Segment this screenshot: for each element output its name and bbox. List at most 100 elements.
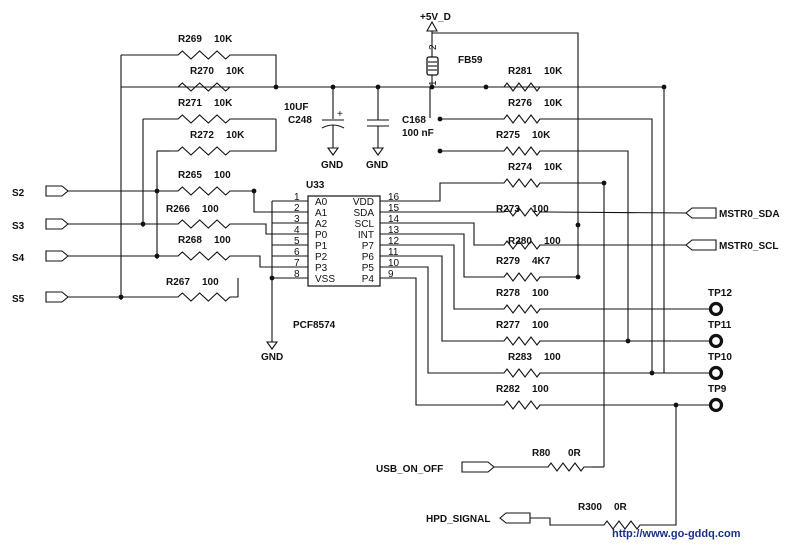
resistor-value: 0R [568, 448, 582, 459]
chip-right-pin-name: P6 [362, 252, 375, 263]
resistor-ref: R282 [496, 384, 520, 395]
resistor-ref: R281 [508, 66, 532, 77]
testpoint-tp10: TP10 [708, 352, 732, 381]
resistor-value: 10K [214, 34, 233, 45]
resistor-value: 10K [544, 98, 563, 109]
resistor-value: 10K [226, 130, 245, 141]
resistor-ref: R283 [508, 352, 532, 363]
testpoint-tp9: TP9 [708, 384, 727, 413]
chip-right-pin-name: VDD [353, 197, 374, 208]
c248-ref: C248 [288, 115, 312, 126]
chip-left-pin-name: A0 [315, 197, 328, 208]
resistor-ref: R280 [508, 236, 532, 247]
chip-right-pin-name: INT [358, 230, 374, 241]
junction-dot [575, 274, 581, 280]
resistor-value: 10K [226, 66, 245, 77]
resistor-symbol [496, 114, 548, 124]
net-hpd-label: HPD_SIGNAL [426, 514, 490, 525]
net-usb-label: USB_ON_OFF [376, 464, 443, 475]
resistor-ref: R268 [178, 235, 202, 246]
gnd-chip: GND [261, 341, 283, 363]
resistor-ref: R274 [508, 162, 532, 173]
junction-dot [437, 148, 443, 154]
resistor-ref: R300 [578, 502, 602, 513]
ferrite-pin-bottom: 1 [428, 80, 439, 86]
resistor-ref: R272 [190, 130, 214, 141]
resistor-ref: R80 [532, 448, 551, 459]
chip-left-pin-name: P2 [315, 252, 328, 263]
chip-right-pin-num: 14 [388, 214, 400, 225]
chip-left-pin-num: 8 [294, 269, 300, 280]
gnd-label-c248: GND [321, 160, 343, 171]
resistor-value: 10K [544, 162, 563, 173]
chip-right-pin-num: 16 [388, 192, 400, 203]
net-sda-label: MSTR0_SDA [719, 209, 780, 220]
resistor-symbol [170, 292, 238, 302]
resistor-symbol [496, 82, 548, 92]
resistor-symbol [496, 240, 548, 250]
resistor-ref: R267 [166, 277, 190, 288]
resistor-symbol [170, 219, 238, 229]
resistor-ref: R266 [166, 204, 190, 215]
resistor-ref: R269 [178, 34, 202, 45]
chip-right-pin-num: 9 [388, 269, 394, 280]
ferrite-ref: FB59 [458, 55, 483, 66]
resistor-symbol [496, 368, 548, 378]
chip-right-pin-name: P4 [362, 274, 375, 285]
net-s4: S4 [12, 250, 69, 264]
net-s5: S5 [12, 291, 69, 305]
chip-right-pin-name: P7 [362, 241, 375, 252]
resistor-value: 100 [544, 236, 561, 247]
resistor-symbol [540, 462, 592, 472]
tp10-label: TP10 [708, 352, 732, 363]
chip-right-pin-name: SCL [355, 219, 375, 230]
resistor-value: 100 [532, 204, 549, 215]
resistor-symbol [496, 207, 548, 217]
junction-dot [140, 221, 146, 227]
junction-dots [118, 84, 679, 408]
junction-dot [375, 84, 381, 90]
chip-left-pin-num: 1 [294, 192, 300, 203]
net-mstr0-sda: MSTR0_SDA [685, 207, 780, 220]
chip-left-pin-num: 4 [294, 225, 300, 236]
resistor-value: 100 [544, 352, 561, 363]
net-hpd-signal: HPD_SIGNAL [426, 512, 531, 525]
net-s2: S2 [12, 185, 69, 199]
junction-dot [661, 84, 667, 90]
resistor-ref: R271 [178, 98, 202, 109]
junction-dot [330, 84, 336, 90]
resistor-value: 10K [214, 98, 233, 109]
resistor-value: 10K [532, 130, 551, 141]
testpoint-tp12: TP12 [708, 288, 732, 317]
net-scl-label: MSTR0_SCL [719, 241, 778, 252]
chip-left-pin-num: 5 [294, 236, 300, 247]
net-mstr0-scl: MSTR0_SCL [685, 239, 778, 252]
resistor-symbol [496, 304, 548, 314]
svg-text:+: + [337, 109, 343, 120]
net-s4-label: S4 [12, 253, 25, 264]
chip-left-pin-name: VSS [315, 274, 335, 285]
chip-left-pin-name: P3 [315, 263, 328, 274]
chip-right-pin-num: 15 [388, 203, 400, 214]
resistor-value: 100 [532, 384, 549, 395]
junction-dot [251, 188, 257, 194]
chip-right-pin-num: 12 [388, 236, 400, 247]
junction-dot [437, 116, 443, 122]
chip-left-pin-name: P1 [315, 241, 328, 252]
resistor-ref: R278 [496, 288, 520, 299]
chip-right-pin-name: P5 [362, 263, 375, 274]
resistor-ref: R275 [496, 130, 520, 141]
resistor-symbol [496, 272, 548, 282]
junction-dot [625, 338, 631, 344]
junction-dot [269, 275, 275, 281]
net-s3-label: S3 [12, 221, 25, 232]
junction-dot [483, 84, 489, 90]
c168-ref: C168 [402, 115, 426, 126]
resistor-value: 10K [544, 66, 563, 77]
resistor-symbol [496, 146, 548, 156]
junction-dot [673, 402, 679, 408]
junction-dot [118, 294, 124, 300]
